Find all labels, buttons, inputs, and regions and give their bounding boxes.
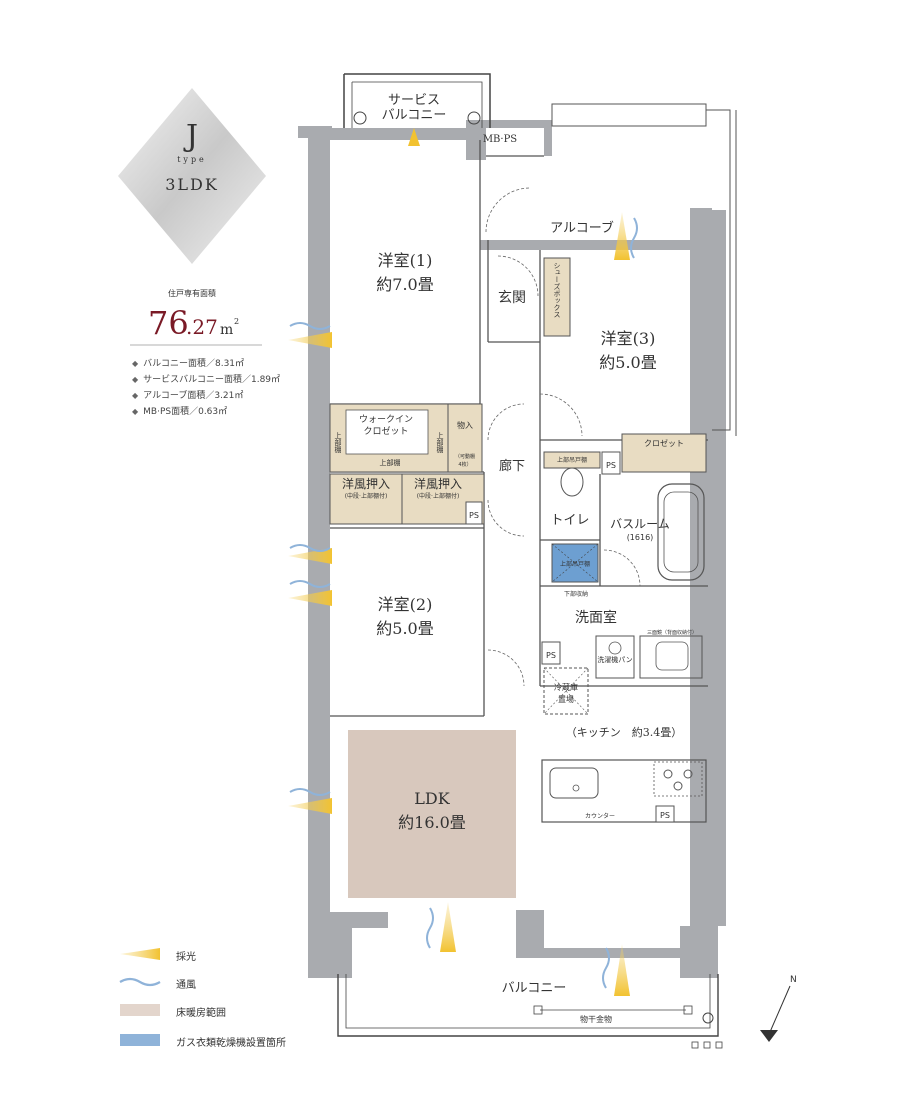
area-value: 76 .27 m 2 (148, 304, 239, 342)
jobu-label: 上部棚 (380, 458, 401, 467)
room2-size: 約5.0畳 (376, 619, 433, 638)
kado-label-1: （可動棚 (455, 453, 475, 460)
ldk-name: LDK (414, 789, 450, 808)
room-labels: MB·PS アルコーブ 洋室(1) 約7.0畳 玄関 シューズボックス 洋室(3… (334, 134, 697, 1024)
doors (485, 187, 641, 687)
area-unit-sup: 2 (234, 317, 239, 326)
yofu-oshiire-2: 洋風押入 (414, 476, 462, 491)
balcony-label: バルコニー (502, 981, 567, 996)
reizoko-label-2: 置場 (558, 694, 574, 704)
fridge-space (543, 667, 589, 715)
type-word: type (177, 155, 207, 164)
closet-label: クロゼット (644, 438, 684, 448)
room3-name: 洋室(3) (601, 329, 656, 348)
spec-item: ◆サービスバルコニー面積／1.89㎡ (132, 375, 281, 385)
rouka-label: 廊下 (499, 458, 525, 474)
type-letter: J (183, 119, 198, 154)
legend-light: 採光 (176, 952, 196, 963)
sentakuki-label: 洗濯機パン (597, 655, 632, 664)
storage-areas (329, 257, 707, 525)
type-badge: J type 3LDK (118, 88, 266, 264)
toilet-fixture (560, 467, 584, 497)
alcove-label: アルコーブ (550, 220, 614, 236)
area-unit: m (220, 322, 233, 338)
kitchen-counter (541, 759, 707, 823)
service-balcony: サービス バルコニー (343, 73, 491, 128)
ldk-size: 約16.0畳 (398, 813, 466, 832)
room1-size: 約7.0畳 (376, 275, 433, 294)
compass: N (760, 975, 797, 1042)
legend-wind: 通風 (176, 980, 196, 991)
area-int: 76 (148, 304, 189, 342)
room2-name: 洋室(2) (378, 595, 433, 614)
room1-name: 洋室(1) (378, 251, 433, 270)
sink (549, 767, 599, 799)
sanmenkyo-label: 三面鏡（背面収納付） (647, 629, 697, 636)
balcony-outline (337, 974, 723, 1049)
senmen-label: 洗面室 (575, 609, 617, 626)
kitchen-label: （キッチン 約3.4畳） (566, 725, 683, 739)
bathtub (657, 483, 705, 581)
legend-dryer: ガス衣類乾燥機設置箇所 (176, 1038, 286, 1049)
yofu-oshiire-1: 洋風押入 (342, 476, 390, 491)
ps-label-1: PS (606, 461, 616, 470)
counter-label: カウンター (585, 812, 615, 820)
stove (653, 761, 703, 797)
monohoshi-label: 物干金物 (580, 1014, 612, 1024)
light-indicators (288, 128, 630, 996)
monoire-label: 物入 (457, 420, 473, 430)
spec-item: ◆バルコニー面積／8.31㎡ (132, 359, 245, 369)
spec-item: ◆MB·PS面積／0.63㎡ (132, 407, 228, 417)
room3-size: 約5.0畳 (599, 353, 656, 372)
service-balcony-label-1: サービス (388, 93, 440, 108)
legend-swatches (119, 948, 161, 1046)
ldk-floor-heating (348, 730, 516, 898)
genkan-label: 玄関 (498, 289, 526, 306)
jobu-label-right: 上部棚 (436, 431, 444, 454)
toilet-label: トイレ (550, 513, 589, 528)
ps-label-2: PS (469, 511, 479, 520)
washing-machine-pan (595, 635, 635, 679)
walkin-label-1: ウォークイン (359, 414, 413, 425)
jobu-tsuri-label: 上部吊戸棚 (557, 456, 587, 464)
bath-name: バスルーム (610, 517, 670, 531)
dryer-jobu-label: 上部吊戸棚 (560, 560, 590, 568)
vanity (639, 635, 703, 679)
compass-north: N (790, 975, 797, 985)
jobu-label-left: 上部棚 (334, 431, 342, 454)
layout-label: 3LDK (165, 175, 219, 194)
area-label: 住戸専有面積 (168, 288, 216, 298)
bath-size: (1616) (627, 533, 654, 542)
reizoko-label-1: 冷蔵庫 (554, 682, 578, 692)
yofu-sub-2: (中段·上部棚付) (417, 492, 460, 500)
kabu-shuno-label: 下部収納 (564, 590, 588, 598)
ps-label-3: PS (546, 651, 556, 660)
spec-item: ◆アルコーブ面積／3.21㎡ (132, 391, 244, 401)
area-dec: .27 (186, 315, 218, 339)
service-balcony-label-2: バルコニー (382, 108, 447, 123)
kado-label-2: 4枚） (458, 461, 471, 468)
legend-floor-heat: 床暖房範囲 (176, 1008, 226, 1019)
mbps-label: MB·PS (483, 134, 517, 145)
wind-indicators (289, 217, 638, 989)
yofu-sub-1: (中段·上部棚付) (345, 492, 388, 500)
ps-label-4: PS (660, 811, 670, 820)
shoes-box-label: シューズボックス (553, 262, 561, 318)
walkin-label-2: クロゼット (363, 425, 408, 437)
